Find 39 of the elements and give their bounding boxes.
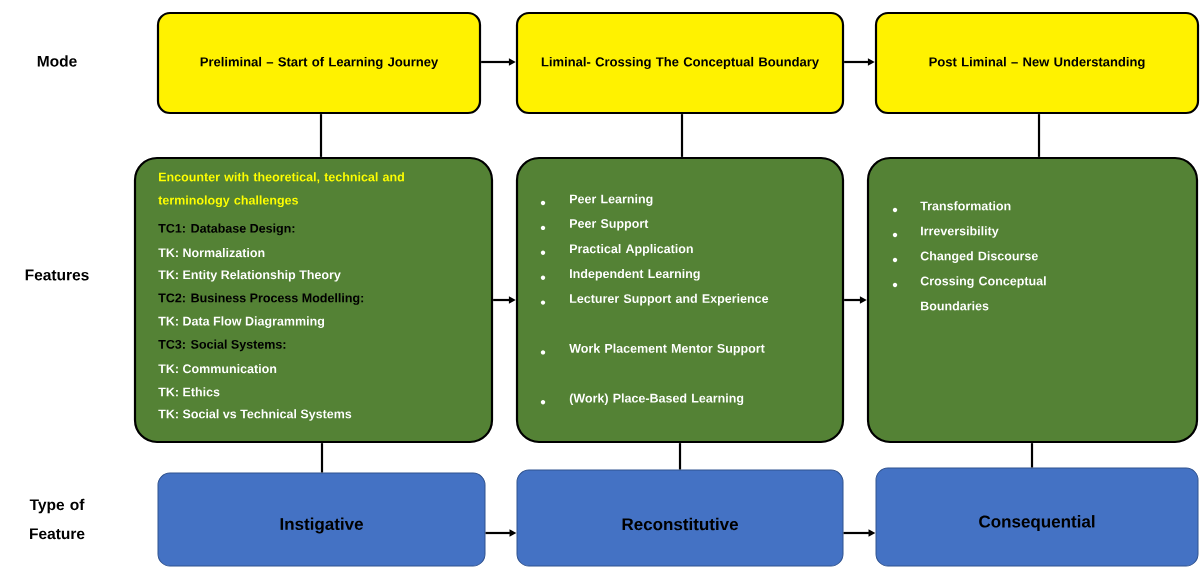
bullet-item: Changed Discourse bbox=[892, 251, 1038, 263]
stage-box: Preliminal – Start of Learning Journey bbox=[156, 11, 482, 115]
bullet-item: (Work) Place-Based Learning bbox=[540, 393, 744, 406]
connector-line bbox=[680, 114, 684, 157]
list-item: TC2: Business Process Modelling: bbox=[158, 293, 364, 305]
list-item: TC1: Database Design: bbox=[158, 223, 295, 236]
list-item: TK: Entity Relationship Theory bbox=[158, 269, 341, 282]
row-label: Mode bbox=[37, 55, 77, 67]
list-item: TC3: Social Systems: bbox=[158, 339, 286, 352]
connector-line bbox=[320, 443, 324, 473]
bullet-item: Irreversibility bbox=[892, 226, 999, 238]
bullet-item: Lecturer Support and Experience bbox=[540, 293, 769, 306]
list-item: TK: Ethics bbox=[158, 387, 220, 397]
feature-type-box: Instigative bbox=[157, 472, 486, 567]
connector-line bbox=[1030, 443, 1034, 468]
feature-type-box: Reconstitutive bbox=[516, 469, 844, 567]
feature-box bbox=[866, 156, 1199, 444]
feature-box bbox=[515, 156, 845, 444]
heading-text: Encounter with theoretical, technical and terminology challenges bbox=[158, 172, 404, 208]
list-item: TK: Data Flow Diagramming bbox=[158, 316, 325, 329]
connector-line bbox=[1037, 114, 1041, 157]
bullet-item: Practical Application bbox=[540, 244, 693, 256]
bullet-item: Independent Learning bbox=[540, 268, 700, 281]
feature-type-box: Consequential bbox=[875, 467, 1199, 567]
row-label: Type of Feature bbox=[29, 498, 85, 540]
list-item: TK: Social vs Technical Systems bbox=[158, 409, 352, 421]
list-item: TK: Normalization bbox=[158, 248, 265, 258]
stage-box: Liminal- Crossing The Conceptual Boundary bbox=[515, 11, 845, 115]
bullet-item: Crossing Conceptual Boundaries bbox=[892, 276, 1046, 311]
bullet-item: Peer Support bbox=[540, 219, 649, 231]
bullet-item: Work Placement Mentor Support bbox=[540, 343, 765, 356]
bullet-item: Transformation bbox=[892, 201, 1011, 213]
stage-box: Post Liminal – New Understanding bbox=[874, 11, 1200, 115]
feature-box bbox=[133, 156, 494, 444]
list-item: TK: Communication bbox=[158, 364, 277, 374]
connector-line bbox=[319, 114, 323, 157]
bullet-item: Peer Learning bbox=[540, 194, 653, 206]
row-label: Features bbox=[25, 269, 89, 281]
connector-line bbox=[678, 443, 682, 470]
